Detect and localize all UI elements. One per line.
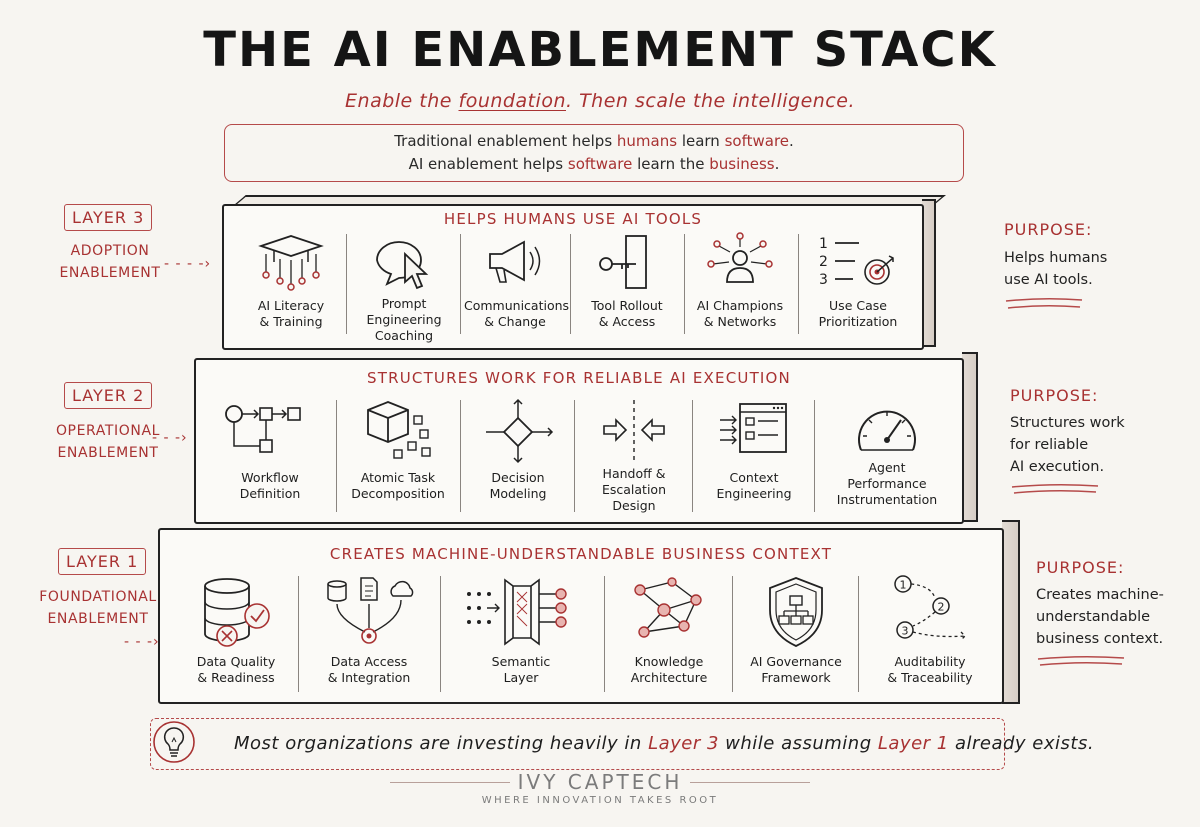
divider (440, 576, 441, 692)
layer1-underline (1037, 655, 1125, 666)
step-number-3: 3 (902, 625, 909, 638)
layer1-purpose-text: Creates machine- understandable business… (1036, 587, 1164, 647)
intro-line-2: AI enablement helps software learn the b… (408, 155, 780, 173)
brand-rule-right (690, 782, 810, 783)
key-door-icon (599, 235, 647, 289)
decision-diamond-icon (486, 398, 554, 464)
page-subtitle: Enable the foundation. Then scale the in… (0, 90, 1200, 112)
page-title: THE AI ENABLEMENT STACK (203, 22, 997, 78)
knowledge-graph-icon (634, 577, 702, 638)
layer3-item-tool-rollout: Tool Rollout & Access (574, 232, 680, 330)
subtitle-part2: . Then scale the intelligence. (566, 90, 855, 112)
layer1-arrow: - - -› (124, 634, 160, 650)
layer3-item-prompt-engineering: Prompt Engineering Coaching (350, 232, 458, 344)
layer3-item-ai-literacy: AI Literacy & Training (238, 232, 344, 330)
divider (798, 234, 799, 334)
list-number-3: 3 (819, 272, 828, 288)
intro-box: Traditional enablement helps humans lear… (224, 124, 964, 182)
layer3-tag: LAYER 3 (64, 204, 153, 231)
layer2-arrow: - - -› (152, 430, 188, 446)
megaphone-icon (489, 240, 541, 283)
shield-hierarchy-icon (769, 577, 823, 647)
step-number-2: 2 (938, 601, 945, 614)
list-number-2: 2 (819, 254, 828, 270)
workflow-diagram-icon (225, 405, 301, 453)
divider (814, 400, 815, 512)
layer2-purpose-head: PURPOSE: (1010, 386, 1099, 405)
intro-line-1: Traditional enablement helps humans lear… (394, 132, 794, 150)
layer2-item-workflow: Workflow Definition (210, 396, 330, 502)
cube-blocks-icon (367, 401, 431, 459)
layer2-item-atomic-task: Atomic Task Decomposition (342, 396, 454, 502)
numbered-trace-path-icon: 1 2 3 (894, 575, 966, 641)
divider (346, 234, 347, 334)
numbered-list-target-icon: 1 2 3 (819, 236, 894, 288)
divider (692, 400, 693, 512)
layer2-item-decision: Decision Modeling (466, 396, 570, 502)
layer2-purpose-text: Structures work for reliable AI executio… (1010, 415, 1125, 475)
layer3-side-face (922, 199, 936, 347)
layer3-item-communications: Communications & Change (464, 232, 569, 330)
people-network-icon (707, 232, 773, 283)
context-window-icon (720, 403, 787, 453)
layer2-item-agent-performance: Agent Performance Instrumentation (818, 396, 956, 508)
divider (684, 234, 685, 334)
divider (604, 576, 605, 692)
brand-logo-text: IVY CAPTECH (517, 770, 683, 794)
handoff-arrows-icon (603, 400, 665, 462)
divider (570, 234, 571, 334)
database-check-icon (204, 578, 270, 647)
brand-rule-left (390, 782, 510, 783)
layer2-block: STRUCTURES WORK FOR RELIABLE AI EXECUTIO… (194, 358, 964, 524)
subtitle-highlight: foundation (458, 90, 566, 112)
layer3-purpose-text: Helps humans use AI tools. (1004, 250, 1108, 288)
bottom-note-text: Most organizations are investing heavily… (234, 733, 1095, 754)
layer2-item-handoff: Handoff & Escalation Design (580, 396, 688, 514)
graduation-cap-icon (258, 235, 324, 291)
bottom-note-box (150, 718, 1005, 770)
divider (574, 400, 575, 512)
layer2-tag: LAYER 2 (64, 382, 153, 409)
layer3-heading: HELPS HUMANS USE AI TOOLS (443, 210, 703, 228)
layer1-purpose-head: PURPOSE: (1036, 558, 1125, 577)
layer1-heading: CREATES MACHINE-UNDERSTANDABLE BUSINESS … (329, 545, 833, 563)
divider (460, 234, 461, 334)
divider (732, 576, 733, 692)
layer1-item-ai-governance: AI Governance Framework (738, 574, 854, 686)
layer3-underline (1005, 297, 1083, 309)
layer3-arrow: - - - -› (164, 256, 212, 272)
brand-tagline: WHERE INNOVATION TAKES ROOT (481, 795, 719, 806)
layer1-item-auditability: 1 2 3 Auditability & Traceability (864, 574, 996, 686)
layer3-item-use-case: 1 2 3 Use Case Prioritization (802, 232, 914, 330)
divider (858, 576, 859, 692)
layer3-block: HELPS HUMANS USE AI TOOLS AI Literacy & … (222, 204, 924, 350)
semantic-layer-icon (467, 578, 567, 646)
layer1-item-knowledge-architecture: Knowledge Architecture (610, 574, 728, 686)
layer3-purpose-head: PURPOSE: (1004, 220, 1093, 239)
gauge-icon (858, 410, 916, 451)
speech-bubble-cursor-icon (376, 241, 429, 290)
layer2-heading: STRUCTURES WORK FOR RELIABLE AI EXECUTIO… (367, 369, 791, 387)
layer1-item-data-access: Data Access & Integration (304, 574, 434, 686)
layer1-side-face (1002, 520, 1020, 704)
layer3-item-ai-champions: AI Champions & Networks (686, 232, 794, 330)
divider (460, 400, 461, 512)
layer1-tag: LAYER 1 (58, 548, 147, 575)
layer1-item-data-quality: Data Quality & Readiness (176, 574, 296, 686)
subtitle-part1: Enable the (345, 90, 459, 112)
lightbulb-icon (153, 721, 195, 763)
layer2-item-context: Context Engineering (698, 396, 810, 502)
layer1-block: CREATES MACHINE-UNDERSTANDABLE BUSINESS … (158, 528, 1004, 704)
step-number-1: 1 (900, 579, 907, 592)
layer2-underline (1011, 483, 1099, 494)
layer2-side-face (962, 352, 978, 522)
divider (298, 576, 299, 692)
layer1-item-semantic-layer: Semantic Layer (446, 574, 596, 686)
divider (336, 400, 337, 512)
list-number-1: 1 (819, 236, 828, 252)
data-sources-merge-icon (327, 577, 414, 644)
